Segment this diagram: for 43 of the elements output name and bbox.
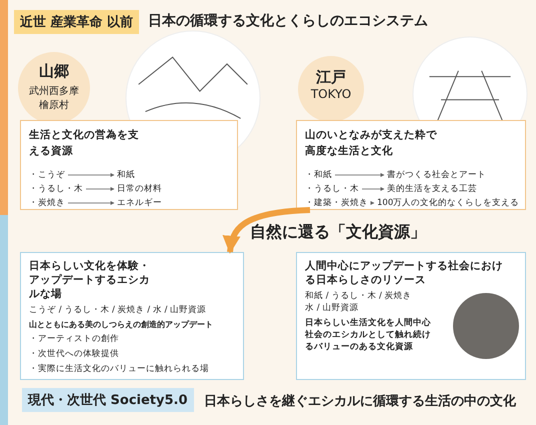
ethical-place-card — [20, 252, 244, 380]
body-text: 日本らしい生活文化を人間中心社会のエシカルとして触れ続けるバリューのある文化資源 — [305, 317, 432, 353]
body-text: ・アーティストの創作 — [29, 333, 120, 345]
resource-item: ・建築・炭焼き — [305, 197, 368, 209]
arrow — [370, 201, 374, 205]
resource-item: ・こうぞ — [29, 169, 65, 181]
resource-card — [296, 252, 526, 380]
title: 日本の循環する文化とくらしのエコシステム — [148, 12, 428, 30]
resource-item: ・うるし・木 — [29, 183, 83, 195]
heading: 日本らしい文化を体験・アップデートするエシカルな場 — [29, 259, 151, 301]
heading: 生活と文化の営為を支える資源 — [29, 128, 139, 159]
arrow — [68, 201, 114, 205]
resource-item: ・炭焼き — [29, 197, 65, 209]
body-text: こうぞ / うるし・木 / 炭焼き / 水 / 山野資源 — [29, 304, 208, 316]
heading: 山郷 — [38, 62, 70, 81]
era-label-band: 現代・次世代 Society5.0 — [22, 388, 194, 412]
arrow — [86, 187, 114, 191]
arrow — [68, 173, 114, 177]
arrow — [334, 173, 384, 177]
section-heading: 自然に還る「文化資源」 — [250, 222, 426, 243]
body-text: ・次世代への体験提供 — [29, 348, 120, 360]
use-item: 100万人の文化的なくらしを支える — [377, 197, 520, 209]
caption: 日本らしさを継ぐエシカルに循環する生活の中の文化 — [204, 392, 516, 410]
era-label-band: 近世 産業革命 以前 — [14, 10, 140, 34]
subtitle: 武州西多摩檜原村 — [28, 84, 80, 112]
resource-item: ・うるし・木 — [305, 183, 359, 195]
curved-arrow — [223, 207, 310, 254]
heading: 江戸 — [315, 68, 347, 87]
subtitle: TOKYO — [310, 87, 352, 101]
body-text: ・実際に生活文化のバリューに触れられる場 — [29, 363, 210, 375]
heading: 人間中心にアップデートする社会における日本らしさのリソース — [305, 259, 504, 287]
culture-card — [296, 120, 526, 210]
body-text: 和紙 / うるし・木 / 炭焼き水 / 山野資源 — [305, 290, 413, 314]
arrow — [362, 187, 384, 191]
use-item: 日常の材料 — [117, 183, 162, 195]
body-text: 山とともにある美のしつらえの創造的アップデート — [29, 319, 214, 330]
use-item: 和紙 — [117, 169, 135, 181]
use-item: エネルギー — [117, 197, 162, 209]
use-item: 書がつくる社会とアート — [387, 169, 486, 181]
resource-item: ・和紙 — [305, 169, 332, 181]
resource-card — [20, 120, 238, 210]
use-item: 美的生活を支える工芸 — [387, 183, 477, 195]
heading: 山のいとなみが支えた粋で高度な生活と文化 — [305, 128, 438, 159]
